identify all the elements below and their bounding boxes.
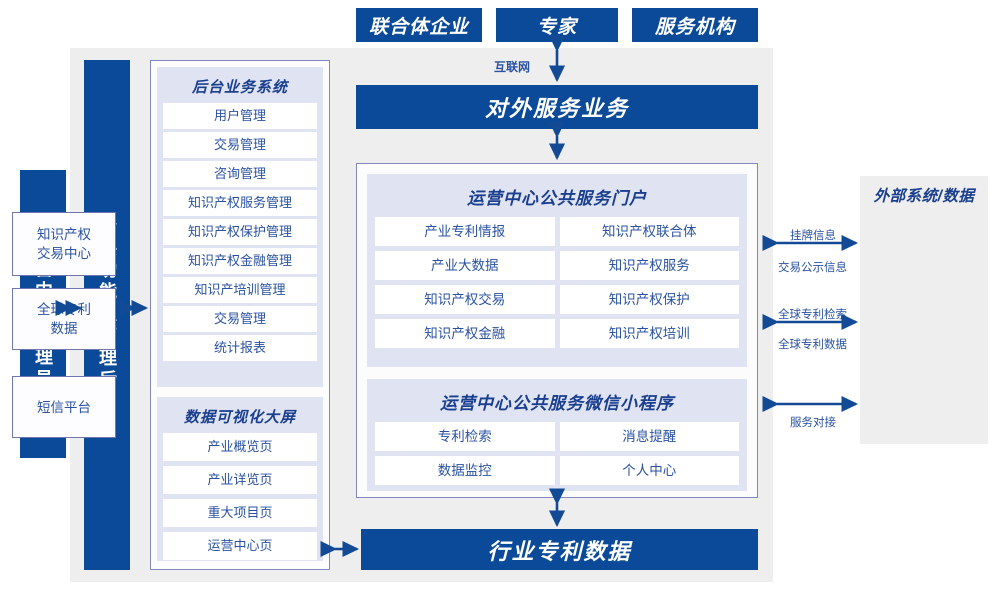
actor-box-expert: 专家 (496, 8, 618, 42)
group-title-backend-business-system: 后台业务系统 (191, 79, 288, 96)
external-systems-panel: 外部系统/数据 (860, 176, 988, 444)
external-box-ip-trading-center-label: 知识产权交易中心 (37, 227, 91, 261)
external-arrow-label-global-patent-data: 全球专利数据 (778, 339, 847, 351)
external-arrow-label-global-patent-search: 全球专利检索 (778, 309, 847, 321)
external-arrow-label-listing-info: 挂牌信息 (790, 230, 836, 242)
backend-item-consultation-management[interactable]: 咨询管理 (163, 161, 317, 187)
dataviz-item-industry-overview[interactable]: 产业概览页 (163, 433, 317, 461)
industry-patent-data-bar: 行业专利数据 (361, 529, 758, 570)
external-box-ip-trading-center[interactable]: 知识产权交易中心 (12, 212, 116, 276)
backend-item-ip-training-management[interactable]: 知识产培训管理 (163, 277, 317, 303)
backend-item-ip-protection-management[interactable]: 知识产权保护管理 (163, 219, 317, 245)
group-public-service-portal: 运营中心公共服务门户 产业专利情报 知识产权联合体 产业大数据 知识产权服务 知… (367, 174, 747, 367)
portal-item-industry-patent-intel[interactable]: 产业专利情报 (375, 217, 555, 246)
backend-item-user-management[interactable]: 用户管理 (163, 103, 317, 129)
actor-box-alliance-enterprise: 联合体企业 (356, 8, 482, 42)
external-box-global-patent-data[interactable]: 全球专利数据 (12, 288, 116, 350)
portal-item-ip-transaction[interactable]: 知识产权交易 (375, 285, 555, 314)
external-arrow-label-service-docking: 服务对接 (790, 417, 836, 429)
miniprogram-item-patent-search[interactable]: 专利检索 (375, 422, 555, 451)
backend-panel: 后台业务系统 用户管理 交易管理 咨询管理 知识产权服务管理 知识产权保护管理 … (150, 60, 330, 570)
portal-item-industry-bigdata[interactable]: 产业大数据 (375, 251, 555, 280)
dataviz-item-industry-detail[interactable]: 产业详览页 (163, 466, 317, 494)
miniprogram-item-data-monitor[interactable]: 数据监控 (375, 456, 555, 485)
portal-item-ip-protection[interactable]: 知识产权保护 (559, 285, 739, 314)
backend-item-ip-finance-management[interactable]: 知识产权金融管理 (163, 248, 317, 274)
group-wechat-miniprogram: 运营中心公共服务微信小程序 专利检索 消息提醒 数据监控 个人中心 (367, 379, 747, 491)
group-title-wechat-miniprogram: 运营中心公共服务微信小程序 (440, 394, 674, 413)
portal-item-ip-training[interactable]: 知识产权培训 (559, 319, 739, 348)
portal-item-ip-alliance[interactable]: 知识产权联合体 (559, 217, 739, 246)
group-backend-business-system: 后台业务系统 用户管理 交易管理 咨询管理 知识产权服务管理 知识产权保护管理 … (157, 67, 323, 387)
miniprogram-item-grid: 专利检索 消息提醒 数据监控 个人中心 (375, 422, 739, 485)
dataviz-item-operation-center[interactable]: 运营中心页 (163, 532, 317, 560)
actor-box-service-org: 服务机构 (632, 8, 758, 42)
external-systems-title: 外部系统/数据 (873, 188, 975, 205)
dataviz-item-major-projects[interactable]: 重大项目页 (163, 499, 317, 527)
portal-item-ip-finance[interactable]: 知识产权金融 (375, 319, 555, 348)
backend-item-ip-service-management[interactable]: 知识产权服务管理 (163, 190, 317, 216)
external-box-sms-platform-label: 短信平台 (37, 399, 91, 415)
external-box-global-patent-data-label: 全球专利数据 (37, 302, 91, 336)
internet-connection-label: 互联网 (494, 60, 531, 74)
backend-item-transaction-management-2[interactable]: 交易管理 (163, 306, 317, 332)
group-title-public-service-portal: 运营中心公共服务门户 (467, 189, 647, 208)
miniprogram-item-personal-center[interactable]: 个人中心 (559, 456, 739, 485)
external-box-sms-platform[interactable]: 短信平台 (12, 376, 116, 438)
portal-item-grid: 产业专利情报 知识产权联合体 产业大数据 知识产权服务 知识产权交易 知识产权保… (375, 217, 739, 348)
backend-item-statistics-report[interactable]: 统计报表 (163, 335, 317, 361)
group-title-data-visualization-screen: 数据可视化大屏 (183, 409, 296, 426)
external-service-business-bar: 对外服务业务 (356, 85, 758, 129)
external-arrow-label-transaction-publicity: 交易公示信息 (778, 262, 847, 274)
backend-item-transaction-management[interactable]: 交易管理 (163, 132, 317, 158)
miniprogram-item-message-alert[interactable]: 消息提醒 (559, 422, 739, 451)
portal-item-ip-service[interactable]: 知识产权服务 (559, 251, 739, 280)
center-portal-container: 运营中心公共服务门户 产业专利情报 知识产权联合体 产业大数据 知识产权服务 知… (356, 163, 758, 498)
group-data-visualization-screen: 数据可视化大屏 产业概览页 产业详览页 重大项目页 运营中心页 (157, 397, 323, 561)
